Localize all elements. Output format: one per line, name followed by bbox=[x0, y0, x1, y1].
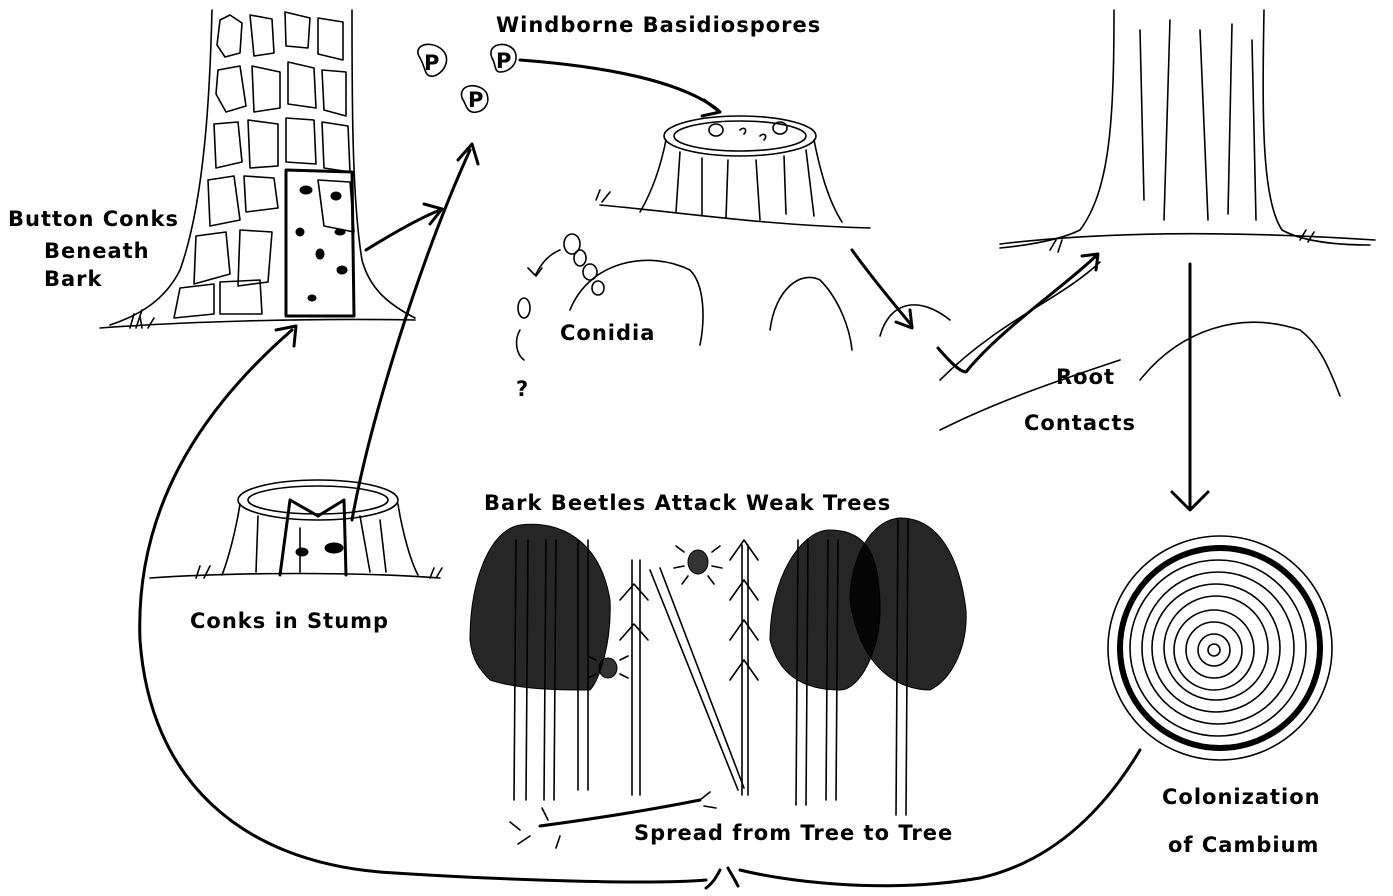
stump-with-conks bbox=[150, 480, 442, 578]
windborne-spores: P P P bbox=[352, 44, 720, 520]
spore-glyph: P bbox=[468, 88, 484, 112]
label-windborne-basidiospores: Windborne Basidiospores bbox=[496, 13, 821, 37]
label-root-contacts-line1: Root bbox=[1056, 365, 1115, 389]
tree-with-button-conks bbox=[100, 10, 442, 328]
label-button-conks-line2: Beneath bbox=[44, 239, 150, 263]
bark-beetle-icon bbox=[674, 546, 722, 584]
tree-canopy bbox=[470, 518, 966, 690]
label-bark-beetles: Bark Beetles Attack Weak Trees bbox=[484, 491, 891, 515]
root-contact-tree bbox=[940, 10, 1375, 510]
label-conks-in-stump: Conks in Stump bbox=[190, 609, 389, 633]
label-button-conks-line3: Bark bbox=[44, 267, 103, 291]
label-root-contacts-line2: Contacts bbox=[1024, 411, 1136, 435]
label-conidia: Conidia bbox=[560, 321, 655, 345]
label-colonization-line1: Colonization bbox=[1162, 785, 1321, 809]
label-button-conks-line1: Button Conks bbox=[8, 207, 179, 231]
return-loop-arrow bbox=[140, 326, 720, 888]
spore-glyph: P bbox=[424, 51, 440, 75]
conidia-question-mark: ? bbox=[516, 377, 529, 401]
label-colonization-line2: of Cambium bbox=[1168, 833, 1319, 857]
infected-stump: ? bbox=[516, 116, 1098, 401]
forest-with-bark-beetles bbox=[470, 518, 966, 848]
label-spread-tree-to-tree: Spread from Tree to Tree bbox=[634, 821, 953, 845]
spore-glyph: P bbox=[496, 49, 512, 73]
